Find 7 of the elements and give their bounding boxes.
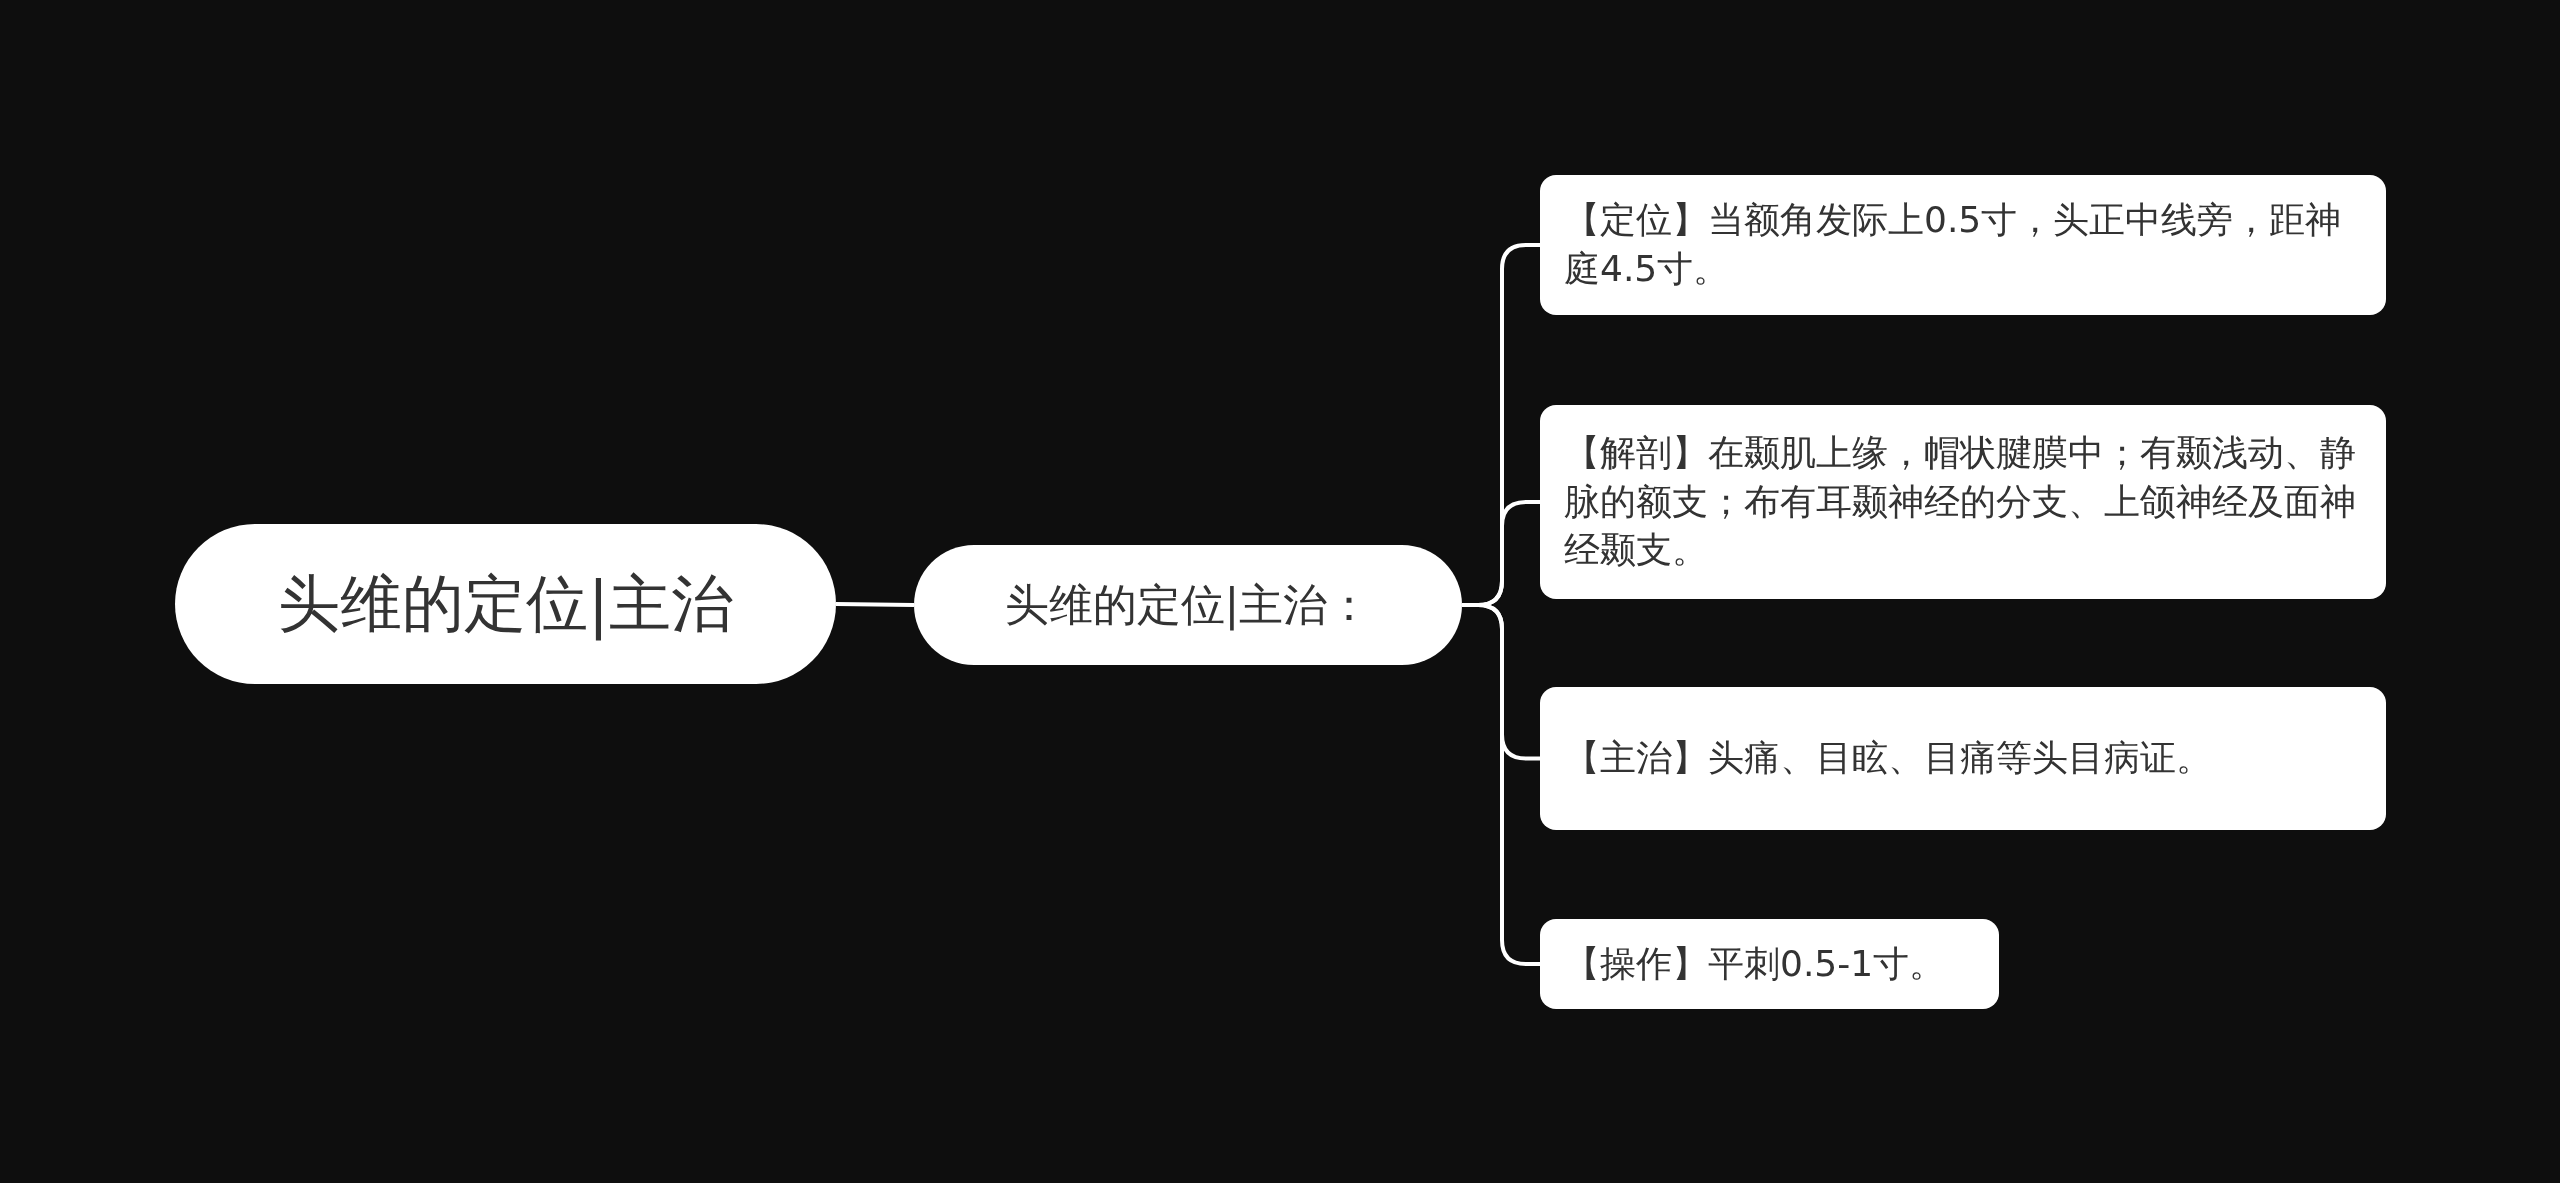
topic-box: 【主治】头痛、目眩、目痛等头目病证。	[1540, 687, 2386, 830]
topic-box: 【解剖】在颞肌上缘，帽状腱膜中；有颞浅动、静脉的额支；布有耳颞神经的分支、上颌神经及面神经颞支。	[1540, 405, 2386, 599]
central-topic: 头维的定位|主治	[175, 524, 836, 684]
subtopic-pill: 头维的定位|主治：	[914, 545, 1462, 665]
topic-box: 【操作】平刺0.5-1寸。	[1540, 919, 1999, 1009]
topic-box: 【定位】当额角发际上0.5寸，头正中线旁，距神庭4.5寸。	[1540, 175, 2386, 315]
connector-line	[835, 602, 915, 607]
